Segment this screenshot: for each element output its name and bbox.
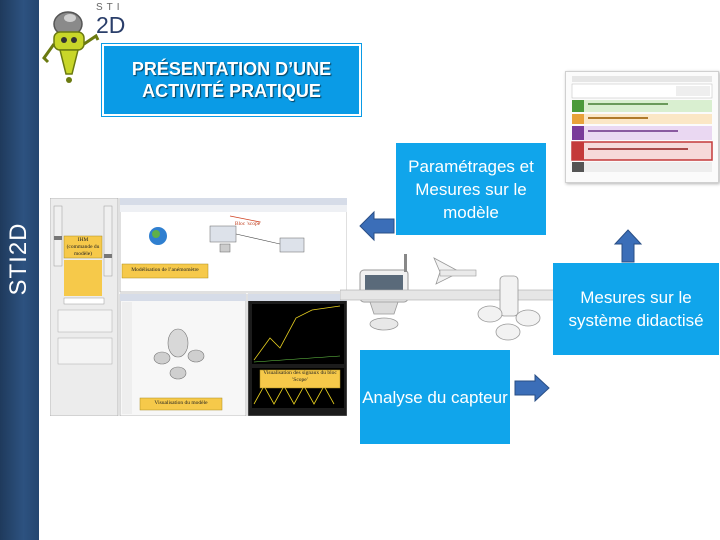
document-thumbnail xyxy=(565,71,719,183)
software-screenshots xyxy=(50,198,347,416)
mesures-box: Mesures sur le système didactisé xyxy=(553,263,719,355)
sidebar-label: STI2D xyxy=(5,222,32,296)
logo-2d-text: 2D xyxy=(96,12,126,38)
label-modelisation: Modélisation de l’anémomètre xyxy=(131,267,199,273)
weather-station-image xyxy=(340,254,555,341)
sidebar: STI2D xyxy=(0,0,39,540)
arrow-left-icon xyxy=(359,210,395,242)
label-visualisation-modele: Visualisation du modèle xyxy=(154,400,208,406)
label-ihm: IHM (commande du modèle) xyxy=(66,237,100,257)
arrow-up-icon xyxy=(613,229,643,263)
label-visualisation-signaux: Visualisation des signaux du bloc 'Scope… xyxy=(263,370,337,383)
parametrages-box: Paramétrages et Mesures sur le modèle xyxy=(396,143,546,235)
arrow-right-icon xyxy=(514,373,550,403)
label-bloc-scope: Bloc 'scope' xyxy=(234,221,262,227)
analyse-box: Analyse du capteur xyxy=(360,350,510,444)
title-box: PRÉSENTATION D’UNE ACTIVITÉ PRATIQUE xyxy=(102,44,361,116)
page-title: PRÉSENTATION D’UNE ACTIVITÉ PRATIQUE xyxy=(131,59,332,101)
robot-logo-icon xyxy=(42,11,100,83)
logo-sti-text: STI xyxy=(96,2,124,13)
